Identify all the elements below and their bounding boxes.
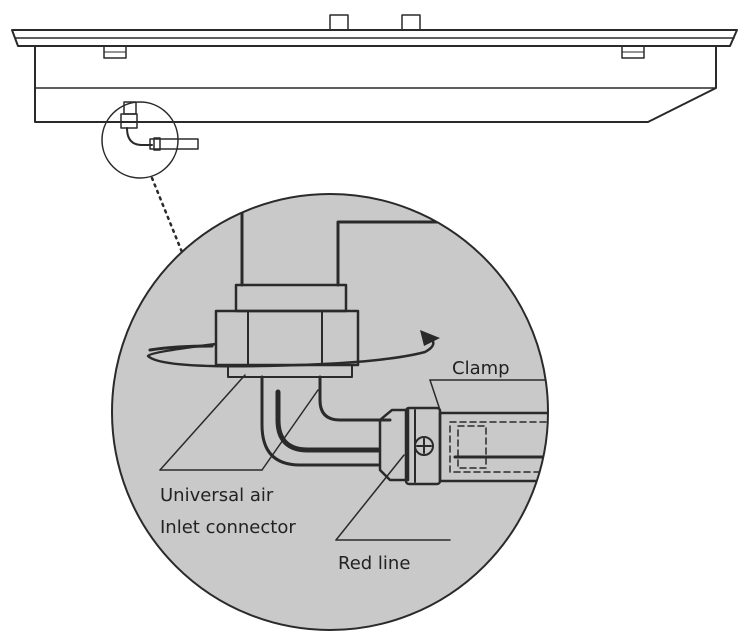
detail-view: Universal air Inlet connector Clamp Red …: [111, 193, 549, 631]
appliance-body: [11, 14, 738, 123]
label-universal-air: Universal air: [160, 485, 274, 506]
clamp: [378, 406, 442, 486]
label-red-line: Red line: [338, 553, 410, 574]
hose: [438, 411, 548, 483]
label-inlet-connector: Inlet connector: [160, 517, 296, 538]
connector-callout: [101, 101, 199, 264]
rotation-arrow: [146, 334, 435, 368]
clamp-screw: [414, 436, 434, 456]
label-clamp: Clamp: [452, 358, 510, 379]
arrow-head: [420, 330, 440, 346]
